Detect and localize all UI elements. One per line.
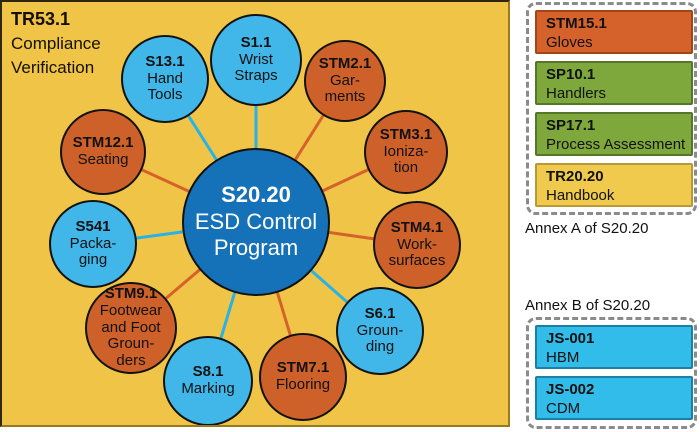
standard-label: Process Assessment: [546, 135, 686, 153]
center-node-label-line: Program: [213, 235, 299, 261]
diagram-panel: TR53.1 Compliance Verification S20.20 ES…: [0, 0, 510, 427]
node-label-line: Flooring: [275, 376, 331, 393]
node-label-line: Wrist: [239, 50, 273, 68]
node-label-line: Ioniza-: [383, 142, 429, 160]
node-code: S541: [75, 217, 111, 235]
node-label-line: ging: [78, 251, 108, 269]
node-label-line: Groun-: [107, 335, 155, 353]
node-label-line: Packa-: [69, 234, 117, 252]
node-code: STM9.1: [104, 284, 158, 302]
node-code: STM2.1: [318, 54, 372, 72]
node-code: S13.1: [145, 52, 185, 70]
node-label-line: Footwear: [99, 301, 163, 319]
node-code: S6.1: [364, 304, 396, 322]
node-code: S1.1: [240, 33, 272, 51]
node-code: STM4.1: [390, 218, 444, 236]
node-label-line: Tools: [147, 86, 183, 104]
center-node: S20.20 ESD Control Program: [182, 148, 330, 296]
node-label-line: ders: [116, 352, 146, 370]
node-label-line: Marking: [181, 380, 235, 397]
node-code: STM3.1: [379, 125, 433, 143]
corner-title-line: Compliance: [11, 34, 101, 54]
standard-code: STM15.1: [546, 15, 607, 32]
standard-code: TR20.20: [546, 168, 604, 185]
standard-label: Handbook: [546, 186, 615, 204]
node-label-line: Groun-: [356, 321, 404, 339]
node-label-line: tion: [393, 159, 419, 177]
standard-code: JS-002: [546, 381, 595, 398]
standard-code: JS-001: [546, 330, 595, 347]
standard-code: SP10.1: [546, 66, 596, 83]
node-label-line: Straps: [234, 67, 278, 85]
corner-title-line: Verification: [11, 57, 95, 77]
standard-label: CDM: [546, 399, 581, 417]
center-node-label-line: ESD Control: [194, 208, 318, 234]
standard-code: SP17.1: [546, 117, 596, 134]
node-label-line: surfaces: [388, 252, 446, 270]
node-label-line: Work-: [397, 235, 437, 253]
node-label-line: ding: [365, 338, 395, 356]
standard-label: Handlers: [546, 84, 607, 102]
panel-corner-title: TR53.1 Compliance Verification: [11, 7, 101, 80]
center-node-code: S20.20: [221, 181, 291, 207]
annex-b-caption: Annex B of S20.20: [525, 297, 651, 314]
node-label-line: Hand: [147, 69, 183, 87]
standard-label: Gloves: [546, 33, 593, 51]
node-label-line: Seating: [77, 151, 129, 168]
node-label-line: and Foot: [101, 318, 161, 336]
node-code: S8.1: [192, 363, 224, 381]
annex-a-caption: Annex A of S20.20: [525, 220, 649, 237]
node-label-line: ments: [324, 88, 366, 106]
node-label-line: Gar-: [330, 71, 360, 89]
node-code: STM7.1: [276, 359, 330, 377]
corner-title-code: TR53.1: [11, 9, 71, 29]
node-code: STM12.1: [72, 134, 134, 152]
standard-label: HBM: [546, 348, 580, 366]
